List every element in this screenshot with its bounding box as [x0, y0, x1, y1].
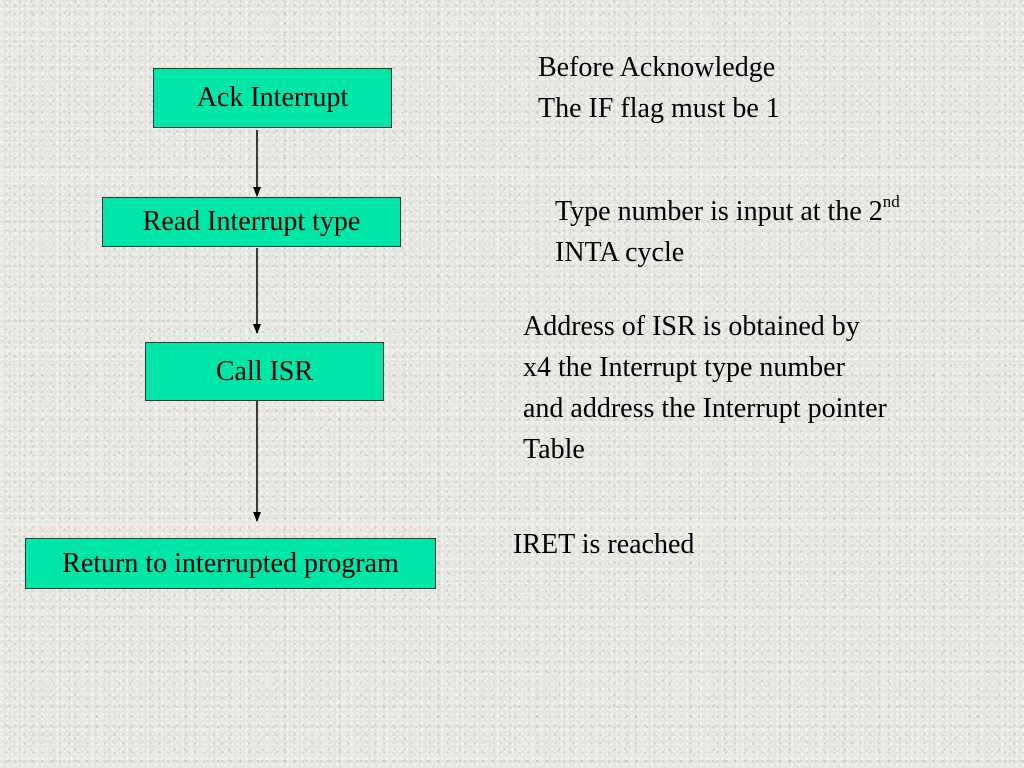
note-line: Type number is input at the 2nd [555, 191, 900, 232]
note-superscript: nd [882, 192, 900, 211]
step-ack-interrupt: Ack Interrupt [153, 68, 392, 128]
note-iret: IRET is reached [513, 524, 694, 565]
note-line: Address of ISR is obtained by [523, 311, 860, 342]
step-call-isr: Call ISR [145, 342, 384, 401]
step-label: Call ISR [215, 355, 314, 387]
note-line: Before Acknowledge [538, 52, 776, 83]
background-seam [0, 175, 1024, 176]
step-label: Read Interrupt type [142, 206, 361, 237]
background-seam [700, 0, 701, 768]
note-line: IRET is reached [513, 529, 695, 560]
background-seam [0, 350, 1024, 351]
note-ack: Before Acknowledge The IF flag must be 1 [538, 47, 780, 129]
note-line: and address the Interrupt pointer [523, 393, 887, 424]
note-line: x4 the Interrupt type number [523, 352, 845, 383]
background-seam [0, 524, 1024, 525]
note-isr: Address of ISR is obtained by x4 the Int… [523, 306, 887, 470]
note-text: Type number is input at the 2 [555, 196, 883, 227]
step-return-to-program: Return to interrupted program [25, 538, 436, 589]
step-label: Return to interrupted program [62, 547, 399, 579]
note-type: Type number is input at the 2nd INTA cyc… [555, 191, 900, 273]
note-line: Table [523, 434, 585, 465]
note-line: INTA cycle [555, 237, 685, 268]
step-label: Ack Interrupt [196, 82, 349, 113]
step-read-interrupt-type: Read Interrupt type [102, 197, 401, 247]
note-line: The IF flag must be 1 [538, 93, 780, 124]
